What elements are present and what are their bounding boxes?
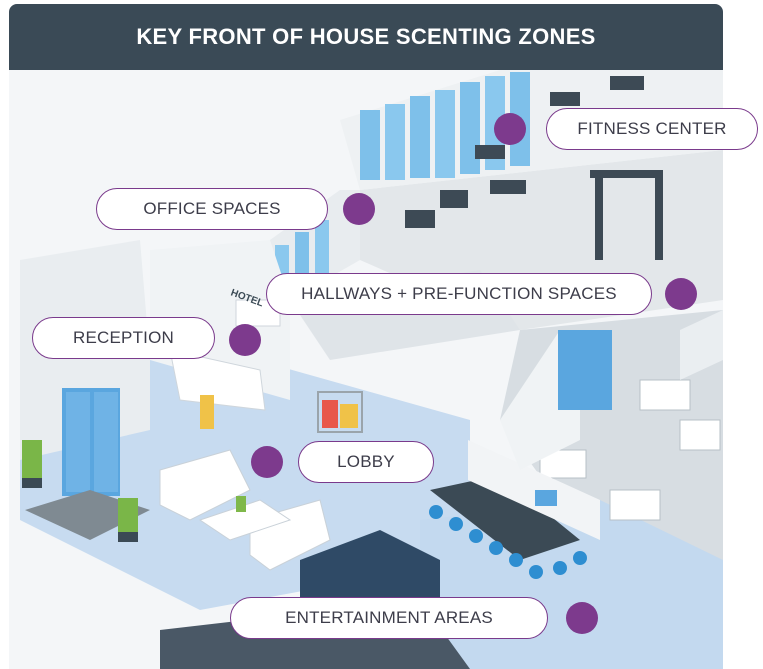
- hallways-marker: [665, 278, 697, 310]
- fitness-equipment: [405, 76, 663, 260]
- lobby-marker: [251, 446, 283, 478]
- luggage-cart: [317, 391, 363, 433]
- fitness-center-label: FITNESS CENTER: [546, 108, 758, 150]
- bar-back-wall: [468, 440, 600, 540]
- plant-left: [22, 440, 42, 488]
- entertainment-areas-marker: [566, 602, 598, 634]
- bar-counter: [430, 475, 580, 560]
- plant-right: [118, 498, 138, 542]
- office-spaces-label: OFFICE SPACES: [96, 188, 328, 230]
- lobby-label: LOBBY: [298, 441, 434, 483]
- reception-marker: [229, 324, 261, 356]
- hallways-label: HALLWAYS + PRE-FUNCTION SPACES: [266, 273, 652, 315]
- entrance-door: [62, 388, 120, 496]
- entertainment-areas-label: ENTERTAINMENT AREAS: [230, 597, 548, 639]
- reception-desk: [169, 349, 266, 411]
- fitness-center-marker: [494, 113, 526, 145]
- page-title: KEY FRONT OF HOUSE SCENTING ZONES: [9, 4, 723, 70]
- office-spaces-marker: [343, 193, 375, 225]
- right-wall: [680, 310, 723, 380]
- reception-label: RECEPTION: [32, 317, 215, 359]
- lobby-sofa-1: [159, 449, 251, 521]
- bar-stools: [429, 505, 587, 579]
